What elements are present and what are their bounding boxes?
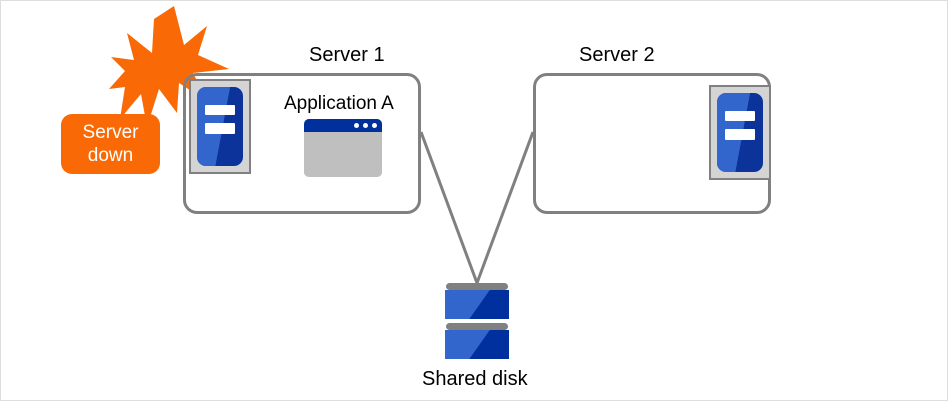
connector-server1-to-disk [419, 131, 479, 284]
disk-platter-sheen [445, 330, 490, 359]
server-down-line-1: Server [82, 122, 139, 143]
shared-disk-icon [445, 283, 509, 361]
server-icon-bar-1 [205, 105, 235, 116]
connector-lines [419, 131, 535, 284]
window-titlebar [304, 119, 382, 132]
application-a-label: Application A [284, 93, 394, 114]
server-icon-body [717, 93, 763, 172]
disk-platter-sheen [445, 290, 490, 319]
application-window-icon[interactable] [304, 119, 382, 177]
shared-disk-label: Shared disk [422, 368, 528, 390]
window-body [304, 132, 382, 177]
connector-server2-to-disk [475, 131, 535, 284]
server2-machine-icon [709, 85, 771, 180]
server-icon-bar-2 [205, 123, 235, 134]
server-down-line-2: down [87, 145, 134, 166]
server1-machine-icon [189, 79, 251, 174]
server-down-badge[interactable]: Server down [61, 114, 160, 174]
server1-box[interactable] [183, 73, 421, 214]
server-icon-bar-2 [725, 129, 755, 140]
window-dot-3 [372, 123, 377, 128]
window-buttons [354, 123, 377, 128]
server1-caption: Server 1 [309, 44, 385, 66]
disk-bar-2 [446, 323, 508, 330]
server-icon-bar-1 [725, 111, 755, 122]
server2-caption: Server 2 [579, 44, 655, 66]
disk-platter-1 [445, 290, 509, 319]
disk-platter-2 [445, 330, 509, 359]
window-dot-1 [354, 123, 359, 128]
window-dot-2 [363, 123, 368, 128]
disk-bar-1 [446, 283, 508, 290]
server-icon-body [197, 87, 243, 166]
